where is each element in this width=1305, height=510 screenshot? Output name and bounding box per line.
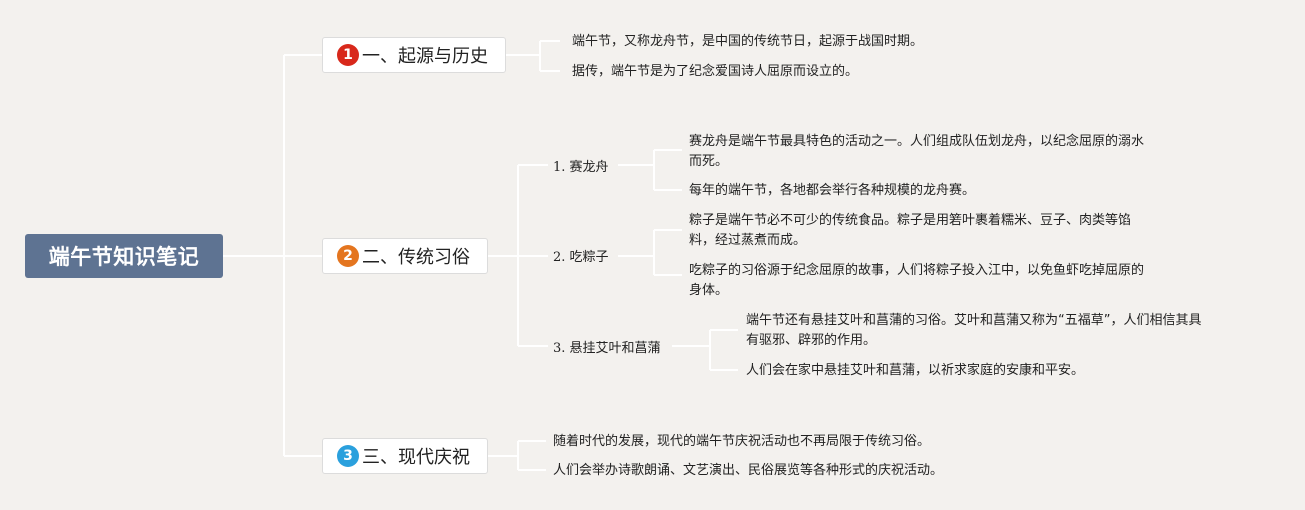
branch-label: 三、现代庆祝 — [362, 447, 470, 468]
sub-zongzi[interactable]: 2. 吃粽子 — [553, 250, 609, 265]
branch-label: 一、起源与历史 — [362, 46, 488, 67]
leaf-text: 粽子是端午节必不可少的传统食品。粽子是用箬叶裹着糯米、豆子、肉类等馅料，经过蒸煮… — [689, 213, 1132, 248]
leaf-text: 吃粽子的习俗源于纪念屈原的故事，人们将粽子投入江中，以免鱼虾吃掉屈原的身体。 — [689, 263, 1145, 298]
branch-modern[interactable]: 3 三、现代庆祝 — [322, 438, 488, 474]
leaf-text: 端午节，又称龙舟节，是中国的传统节日，起源于战国时期。 — [572, 34, 924, 49]
root-node[interactable]: 端午节知识笔记 — [25, 234, 223, 278]
leaf-text: 每年的端午节，各地都会举行各种规模的龙舟赛。 — [689, 183, 976, 198]
sub-dragon-boat[interactable]: 1. 赛龙舟 — [553, 160, 609, 175]
number-badge: 2 — [337, 245, 359, 267]
branch-label: 二、传统习俗 — [362, 247, 470, 268]
leaf-text: 人们会举办诗歌朗诵、文艺演出、民俗展览等各种形式的庆祝活动。 — [553, 463, 944, 478]
sub-mugwort[interactable]: 3. 悬挂艾叶和菖蒲 — [553, 341, 661, 356]
branch-traditions[interactable]: 2 二、传统习俗 — [322, 238, 488, 274]
leaf-text: 据传，端午节是为了纪念爱国诗人屈原而设立的。 — [572, 64, 859, 79]
number-badge: 1 — [337, 44, 359, 66]
leaf-text: 端午节还有悬挂艾叶和菖蒲的习俗。艾叶和菖蒲又称为“五福草”，人们相信其具有驱邪、… — [746, 313, 1202, 348]
branch-origin-history[interactable]: 1 一、起源与历史 — [322, 37, 506, 73]
root-title: 端午节知识笔记 — [48, 245, 200, 269]
leaf-text: 随着时代的发展，现代的端午节庆祝活动也不再局限于传统习俗。 — [553, 434, 931, 449]
number-badge: 3 — [337, 445, 359, 467]
leaf-text: 赛龙舟是端午节最具特色的活动之一。人们组成队伍划龙舟，以纪念屈原的溺水而死。 — [689, 134, 1145, 169]
leaf-text: 人们会在家中悬挂艾叶和菖蒲，以祈求家庭的安康和平安。 — [746, 363, 1085, 378]
